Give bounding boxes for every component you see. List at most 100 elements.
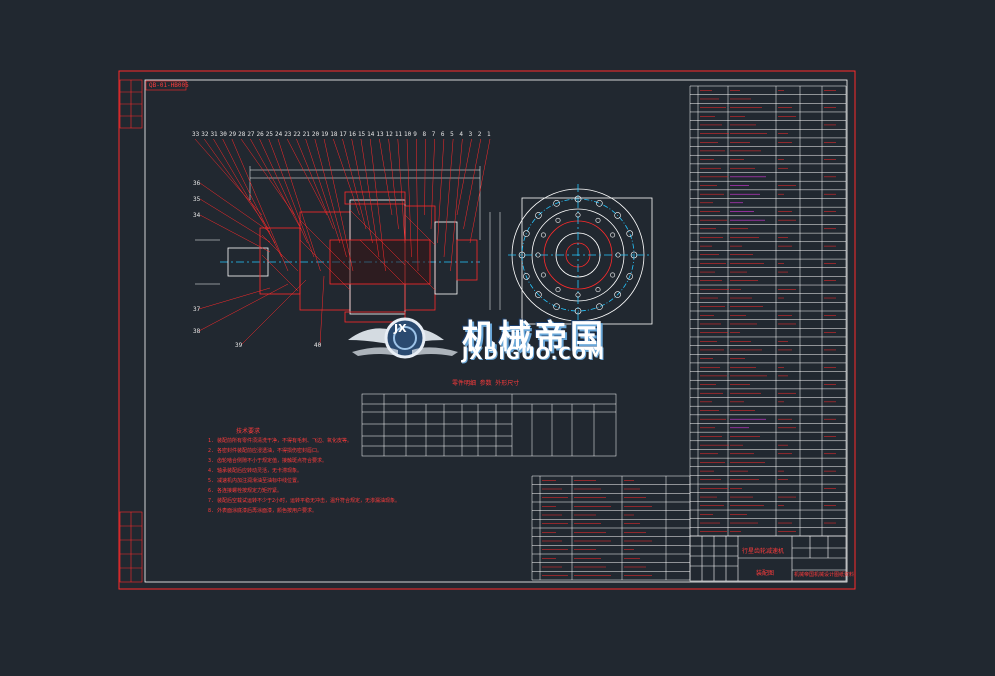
tech-note-line: 6. 各连接螺栓按规定力矩拧紧。 <box>208 488 283 494</box>
title-block-name: 行星齿轮减速机 <box>742 548 785 555</box>
balloon-leader-lines <box>194 138 491 346</box>
tech-note-line: 4. 轴承装配后应转动灵活，无卡滞现象。 <box>208 468 303 474</box>
bolt-hole <box>630 251 638 259</box>
balloon-number: 16 <box>348 131 356 138</box>
leader-line <box>406 138 412 258</box>
balloon-number: 30 <box>219 131 227 138</box>
bolt-hole <box>553 200 560 207</box>
bolt-hole <box>522 273 530 280</box>
balloon-number: 39 <box>235 342 243 349</box>
balloon-number: 11 <box>394 131 403 138</box>
leader-line <box>222 138 282 258</box>
balloon-number: 7 <box>431 131 436 138</box>
bolt-hole <box>540 272 546 278</box>
parameter-table-title: 零件明细 参数 外形尺寸 <box>452 380 520 387</box>
flange-end-view <box>508 184 653 328</box>
balloon-number: 21 <box>302 131 310 138</box>
bolt-hole <box>535 212 542 219</box>
balloon-number: 37 <box>193 306 201 313</box>
balloon-number: 38 <box>193 328 201 335</box>
balloon-number: 24 <box>274 131 283 138</box>
balloon-number: 13 <box>376 131 384 138</box>
leader-line <box>199 198 271 243</box>
leader-line <box>323 138 354 272</box>
balloon-number: 12 <box>385 131 393 138</box>
tech-note-line: 8. 外表面涂底漆后再涂面漆，颜色按用户要求。 <box>208 508 318 514</box>
leader-line <box>305 138 341 244</box>
leader-line <box>240 138 295 216</box>
tech-note-line: 1. 装配前所有零件须清洗干净，不得有毛刺、飞边、氧化皮等。 <box>208 438 353 444</box>
bolt-hole <box>626 273 634 280</box>
leader-line <box>231 138 289 272</box>
leader-line <box>213 138 276 244</box>
leader-line <box>351 138 373 244</box>
leader-line <box>296 138 334 230</box>
leader-line <box>456 138 472 216</box>
bolt-hole <box>615 252 621 258</box>
leader-line <box>286 138 328 216</box>
balloon-number: 4 <box>459 131 463 138</box>
leader-line <box>463 138 482 230</box>
balloon-number: 25 <box>265 131 273 138</box>
leader-line <box>314 138 347 258</box>
balloon-number: 14 <box>367 131 375 138</box>
tech-note-line: 7. 装配后空载试运转不少于2小时，运转平稳无冲击，温升符合规定，无渗漏油现象。 <box>208 498 401 504</box>
leader-line <box>388 138 399 230</box>
bolt-hole <box>535 252 541 258</box>
balloon-number: 18 <box>330 131 338 138</box>
balloon-number: 29 <box>228 131 237 138</box>
balloon-number: 8 <box>422 131 427 138</box>
bolt-hole <box>626 230 634 237</box>
bolt-hole <box>518 251 526 259</box>
drawing-code: QB-01-HB005 <box>149 82 189 89</box>
leader-line <box>342 138 367 230</box>
bolt-hole <box>595 287 601 293</box>
balloon-number: 33 <box>192 131 200 138</box>
balloon-number: 31 <box>210 131 218 138</box>
balloon-number: 3 <box>468 131 473 138</box>
assembly-section-view <box>195 166 501 323</box>
watermark-logo-letters: JX <box>394 322 407 335</box>
bolt-hole <box>522 230 530 237</box>
leader-line <box>379 138 393 216</box>
bolt-hole <box>596 303 603 311</box>
bolt-hole <box>540 232 546 238</box>
bolt-hole <box>555 217 561 223</box>
bolt-hole <box>575 212 581 218</box>
bolt-hole <box>574 195 582 203</box>
leader-line <box>450 138 463 272</box>
balloon-number: 27 <box>247 131 255 138</box>
balloon-number: 34 <box>193 212 201 219</box>
leader-line <box>416 138 419 272</box>
leader-line <box>369 138 386 272</box>
bolt-hole <box>574 307 582 315</box>
balloon-number: 35 <box>193 196 201 203</box>
watermark-name: 机械帝国 <box>462 317 606 356</box>
balloon-number: 17 <box>339 131 347 138</box>
bolt-hole <box>535 291 542 298</box>
balloon-number: 36 <box>193 180 201 187</box>
bolt-hole <box>555 287 561 293</box>
leader-line <box>333 138 360 216</box>
balloon-number: 1 <box>487 131 491 138</box>
leader-line <box>250 138 302 230</box>
balloon-number: 15 <box>357 131 366 138</box>
watermark-url: JXDIGUO.COM <box>462 344 606 364</box>
bolt-hole <box>595 217 601 223</box>
leader-line <box>198 287 271 310</box>
balloon-number: 23 <box>284 131 292 138</box>
leader-line <box>424 138 426 216</box>
title-block <box>689 535 847 582</box>
leader-line <box>319 275 325 346</box>
sheet-inner-frame <box>144 79 848 583</box>
balloon-number: 20 <box>311 131 320 138</box>
leader-line <box>430 138 435 230</box>
tech-note-line: 2. 各密封件装配前应浸透油，不得损伤密封唇口。 <box>208 448 323 454</box>
bolt-hole <box>575 292 581 298</box>
leader-line <box>268 138 315 258</box>
bolt-hole <box>553 303 560 311</box>
bolt-hole <box>614 291 621 298</box>
tech-note-line: 3. 齿轮啮合侧隙不小于规定值，接触斑点符合要求。 <box>208 458 328 464</box>
leader-line <box>259 138 308 244</box>
